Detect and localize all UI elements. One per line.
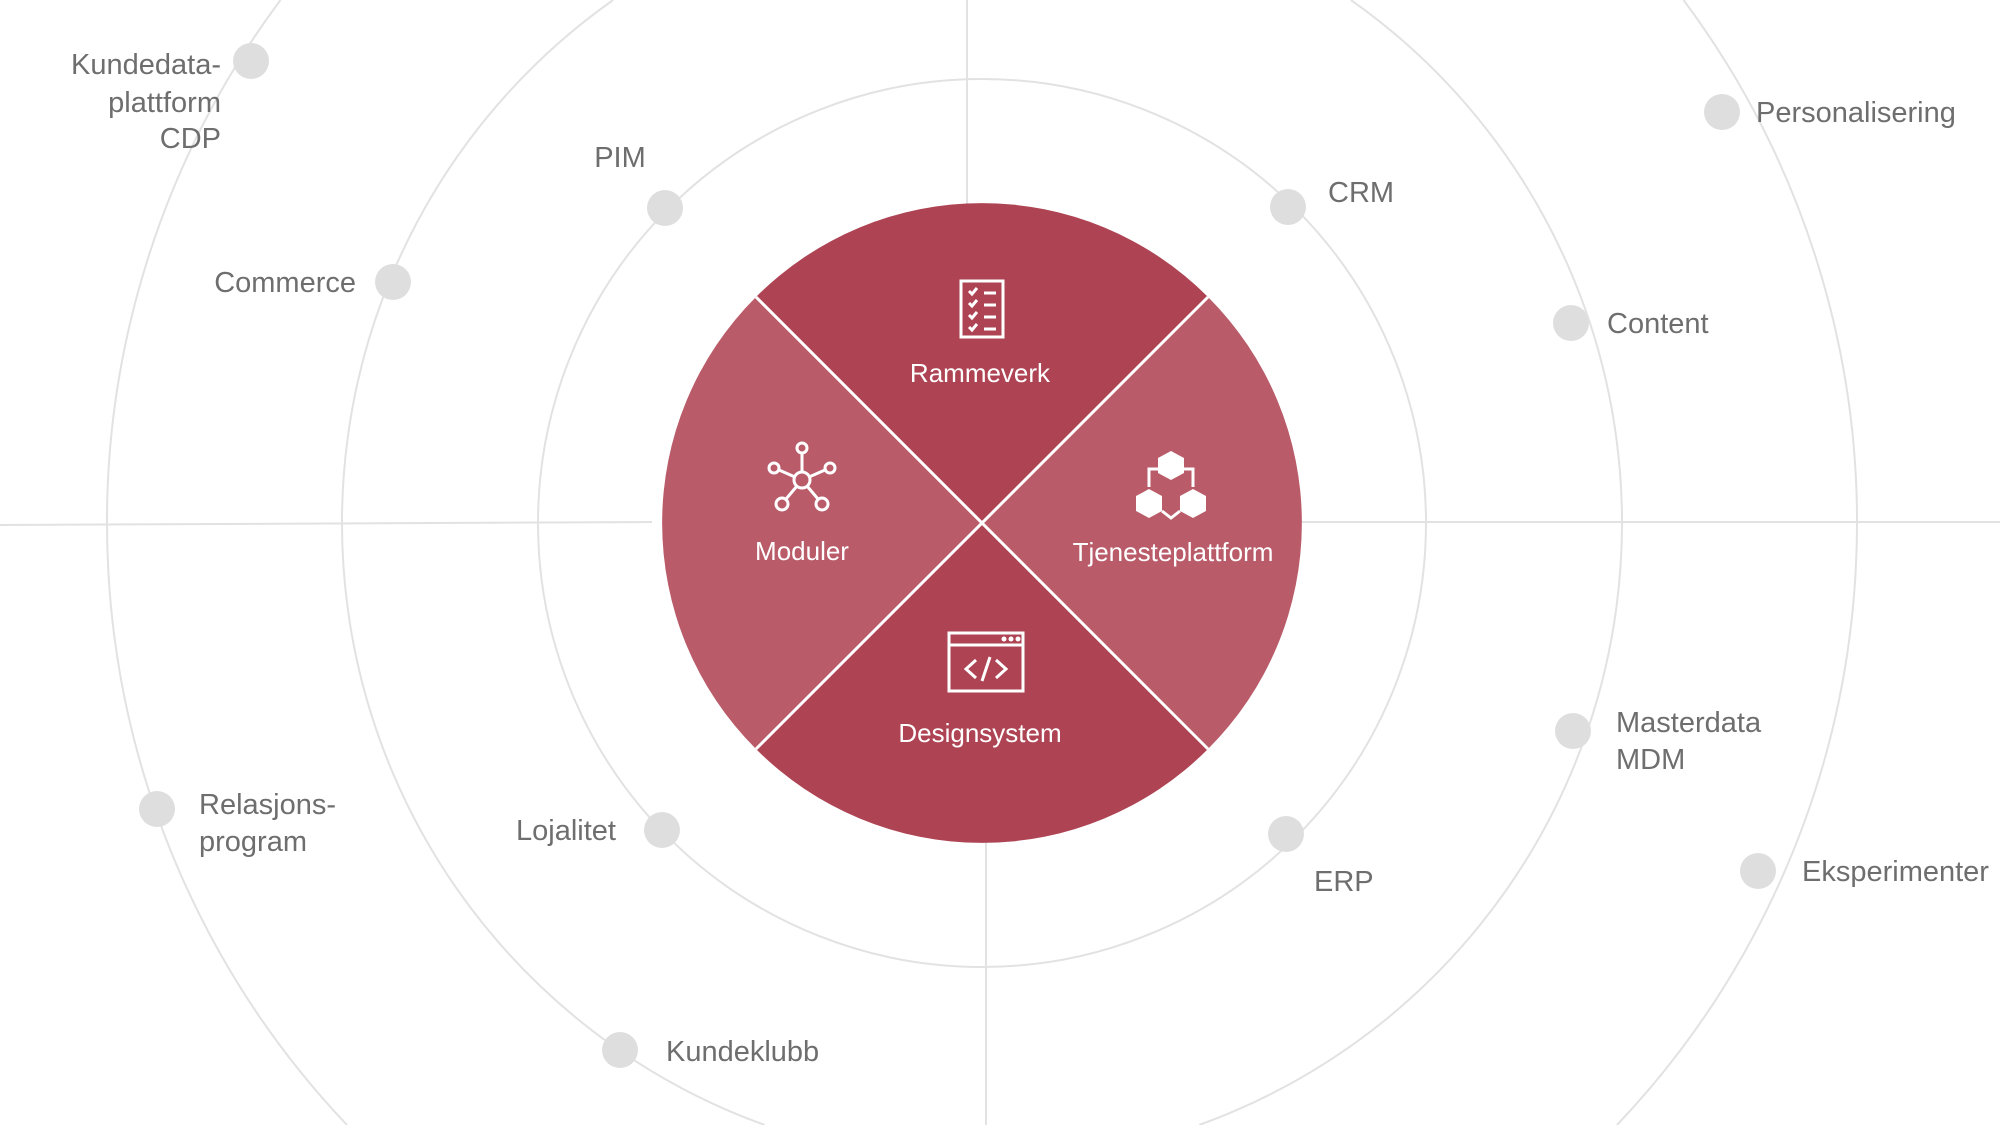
- network-nodes-icon: [767, 441, 837, 512]
- label-kundeklubb: Kundeklubb: [666, 1036, 819, 1068]
- label-eksperimenter: Eksperimenter: [1802, 856, 1989, 888]
- ring-3: [106, 0, 1858, 1125]
- label-personalisering: Personalisering: [1756, 97, 1956, 129]
- ring-3-right-arc: [1616, 0, 1858, 1125]
- ring-1: [537, 78, 1427, 968]
- node-content[interactable]: [1553, 305, 1589, 341]
- label-moduler: Moduler: [755, 536, 849, 566]
- node-relasjonsprogram[interactable]: [139, 791, 175, 827]
- label-relasjons: Relasjons-: [199, 789, 336, 821]
- label-erp: ERP: [1314, 866, 1374, 898]
- divider: [754, 295, 1210, 751]
- node-kundeklubb[interactable]: [602, 1032, 638, 1068]
- label-mdm: MDM: [1616, 744, 1685, 776]
- label-content: Content: [1607, 308, 1709, 340]
- node-masterdata[interactable]: [1555, 713, 1591, 749]
- node-cdp[interactable]: [233, 43, 269, 79]
- segment-rammeverk[interactable]: [756, 203, 1208, 523]
- label-masterdata: Masterdata: [1616, 707, 1762, 739]
- label-cdp: CDP: [160, 123, 221, 155]
- connected-cubes-icon: [1136, 451, 1206, 520]
- core-pie: [662, 203, 1302, 843]
- label-designsystem: Designsystem: [898, 718, 1061, 748]
- ring-2-right-arc: [1198, 0, 1623, 1125]
- label-program: program: [199, 826, 307, 858]
- label-plattform: plattform: [108, 87, 221, 119]
- label-tjenesteplattform: Tjenesteplattform: [1073, 537, 1274, 567]
- label-pim: PIM: [594, 142, 646, 174]
- ring-nodes: [139, 43, 1776, 1068]
- checklist-icon: [959, 279, 1005, 339]
- node-personalisering[interactable]: [1704, 94, 1740, 130]
- node-eksperimenter[interactable]: [1740, 853, 1776, 889]
- node-commerce[interactable]: [375, 264, 411, 300]
- ring-2-left-arc: [341, 0, 766, 1125]
- label-crm: CRM: [1328, 177, 1394, 209]
- label-commerce: Commerce: [214, 267, 356, 299]
- ring-2: [341, 0, 1623, 1125]
- segment-designsystem[interactable]: [756, 523, 1208, 843]
- label-rammeverk: Rammeverk: [910, 358, 1051, 388]
- segment-moduler[interactable]: [662, 297, 982, 749]
- node-pim[interactable]: [647, 190, 683, 226]
- node-crm[interactable]: [1270, 189, 1306, 225]
- code-window-icon: [947, 631, 1025, 693]
- ring-3-left-arc: [106, 0, 348, 1125]
- label-lojalitet: Lojalitet: [516, 815, 616, 847]
- segment-tjenesteplattform[interactable]: [982, 297, 1302, 749]
- node-erp[interactable]: [1268, 816, 1304, 852]
- node-lojalitet[interactable]: [644, 812, 680, 848]
- axis-left: [0, 521, 653, 526]
- label-kundedata: Kundedata-: [71, 49, 221, 81]
